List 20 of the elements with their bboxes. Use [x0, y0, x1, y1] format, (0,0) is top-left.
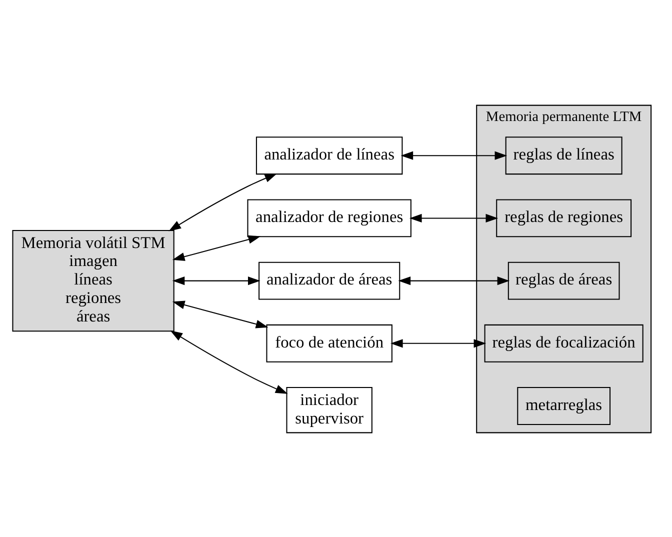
arrow: [172, 300, 268, 328]
node-box: reglas de regiones: [496, 198, 632, 237]
arrow: [409, 213, 498, 222]
node-box: analizador de regiones: [247, 198, 412, 237]
node-box: analizador de áreas: [258, 261, 400, 300]
arrow: [172, 276, 260, 285]
arrow: [400, 150, 508, 160]
node-box: reglas de focalización: [484, 324, 644, 362]
node-box: foco de atención: [266, 324, 392, 362]
arrow: [168, 173, 278, 231]
arrow: [170, 330, 288, 394]
node-box: analizador de líneas: [256, 136, 403, 174]
node-box: Memoria volátil STM imagen líneas regiones áreas: [12, 230, 174, 332]
arrow: [390, 338, 486, 348]
node-box: iniciador supervisor: [286, 386, 372, 433]
node-box: reglas de líneas: [505, 136, 622, 174]
node-box: reglas de áreas: [508, 261, 620, 300]
arrow: [398, 276, 510, 285]
node-box: metarreglas: [517, 386, 611, 424]
arrow: [172, 234, 261, 260]
